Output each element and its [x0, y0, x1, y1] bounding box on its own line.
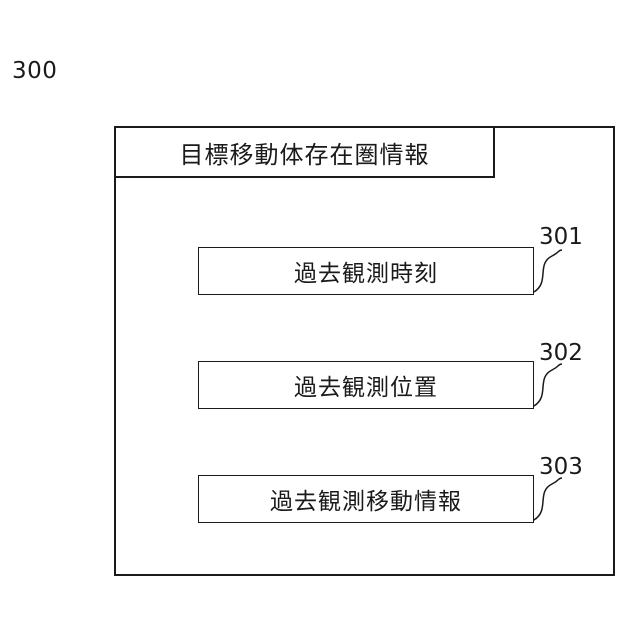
leader-line-301	[534, 250, 562, 292]
leader-line-302	[534, 364, 562, 406]
leader-line-303	[534, 478, 562, 520]
